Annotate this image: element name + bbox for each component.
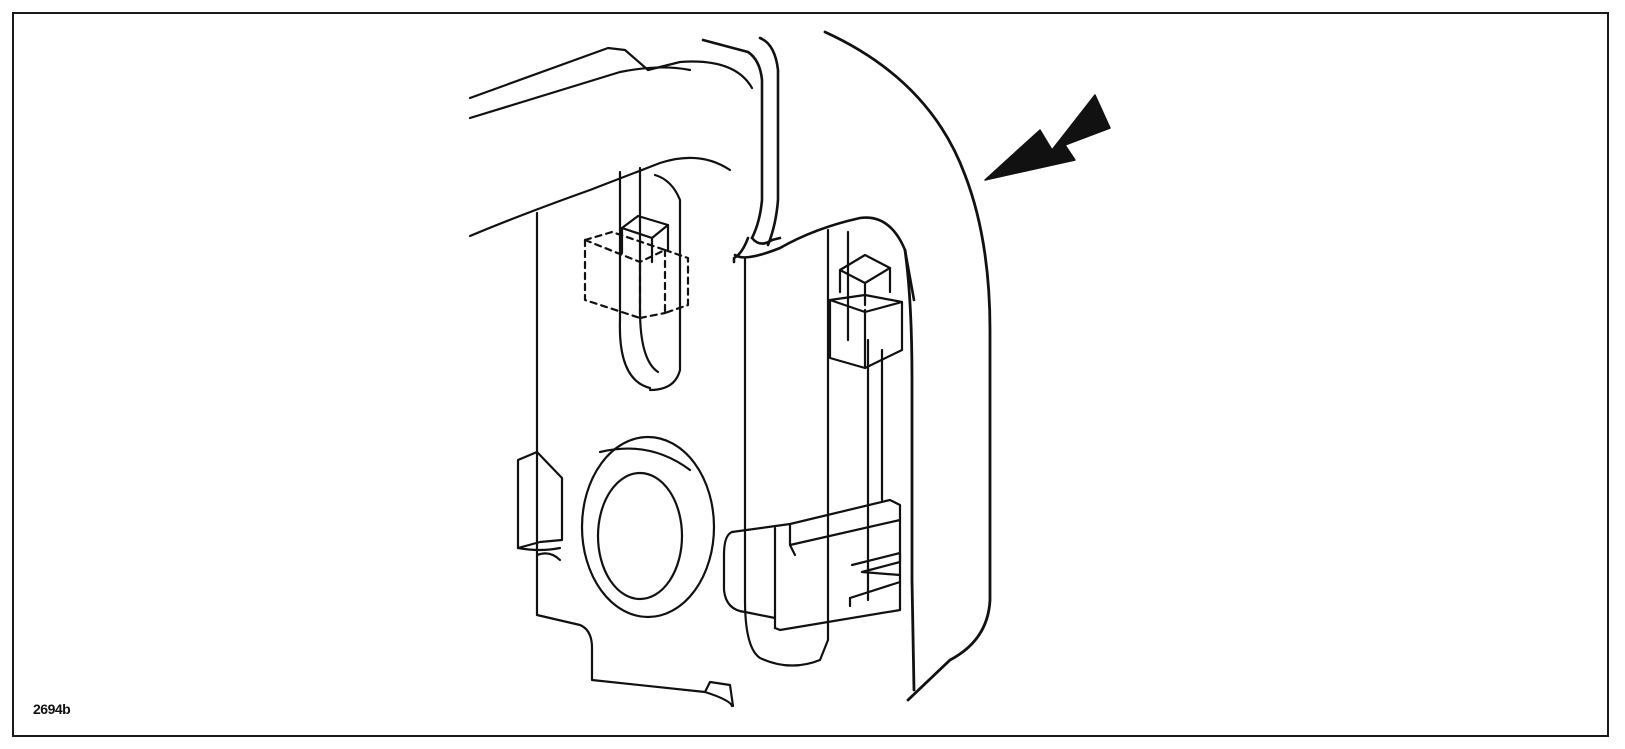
figure-reference-code: 2694b (33, 701, 71, 717)
direction-arrow-icon (984, 94, 1111, 181)
grommet-ring (580, 435, 716, 619)
housing-body (535, 166, 884, 667)
connector-clip-lower (722, 498, 902, 632)
lower-housing (535, 538, 735, 708)
upper-housing (468, 46, 754, 238)
figure-frame (12, 12, 1609, 737)
hidden-clip-dashed (583, 230, 690, 320)
clip-tab-upper-left (620, 214, 670, 264)
side-tab-left (516, 450, 564, 562)
outer-trim-panel (823, 30, 992, 702)
clip-block-right (828, 253, 904, 370)
bracket-strip (701, 36, 916, 302)
